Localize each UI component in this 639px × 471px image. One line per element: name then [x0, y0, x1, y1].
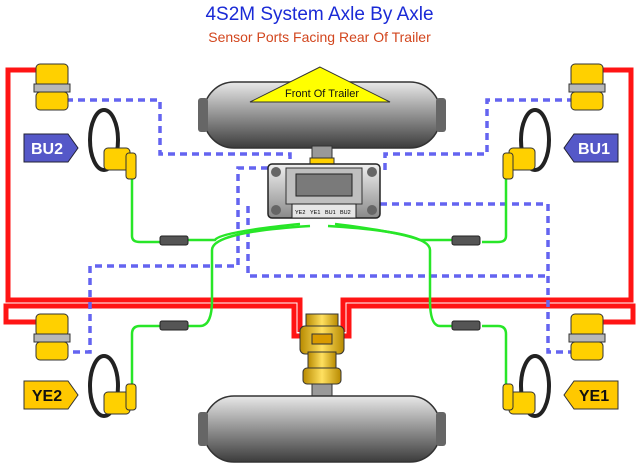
speed-sensor-rear-right	[502, 354, 551, 418]
brake-chamber-rear-right	[568, 313, 606, 361]
speed-sensor-rear-left	[88, 354, 137, 418]
speed-sensor-front-left	[88, 108, 137, 180]
tag-bu1-label: BU1	[578, 141, 610, 158]
tag-ye1-label: YE1	[579, 388, 609, 405]
cable-connectors	[159, 235, 481, 331]
diagram-subtitle: Sensor Ports Facing Rear Of Trailer	[208, 29, 431, 45]
rear-air-tank	[198, 395, 446, 463]
tag-bu2: BU2	[23, 133, 79, 163]
ecu-port-labels: YE2 YE1 BU1 BU2	[295, 210, 351, 216]
air-line-rear	[3, 303, 636, 339]
relay-valve	[299, 313, 345, 399]
ecu-port-ye2: YE2	[295, 210, 305, 216]
brake-chamber-rear-left	[33, 313, 71, 361]
brake-chamber-front-left	[33, 63, 71, 111]
ecu-modulator	[267, 163, 381, 219]
sensor-cables	[130, 178, 508, 392]
ecu-port-bu1: BU1	[325, 210, 336, 216]
tag-bu2-label: BU2	[31, 141, 63, 158]
tag-ye2-label: YE2	[32, 388, 62, 405]
tag-bu1: BU1	[563, 133, 619, 163]
brake-chamber-front-right	[568, 63, 606, 111]
ecu-port-bu2: BU2	[340, 210, 351, 216]
tag-ye1: YE1	[563, 380, 619, 410]
speed-sensor-front-right	[502, 108, 551, 180]
front-tank-label: Front Of Trailer	[285, 88, 359, 100]
control-cables	[66, 98, 574, 354]
tag-ye2: YE2	[23, 380, 79, 410]
ecu-port-ye1: YE1	[310, 210, 320, 216]
front-of-trailer-triangle	[249, 66, 391, 103]
diagram-title: 4S2M System Axle By Axle	[205, 4, 434, 25]
air-line-front	[5, 67, 634, 332]
